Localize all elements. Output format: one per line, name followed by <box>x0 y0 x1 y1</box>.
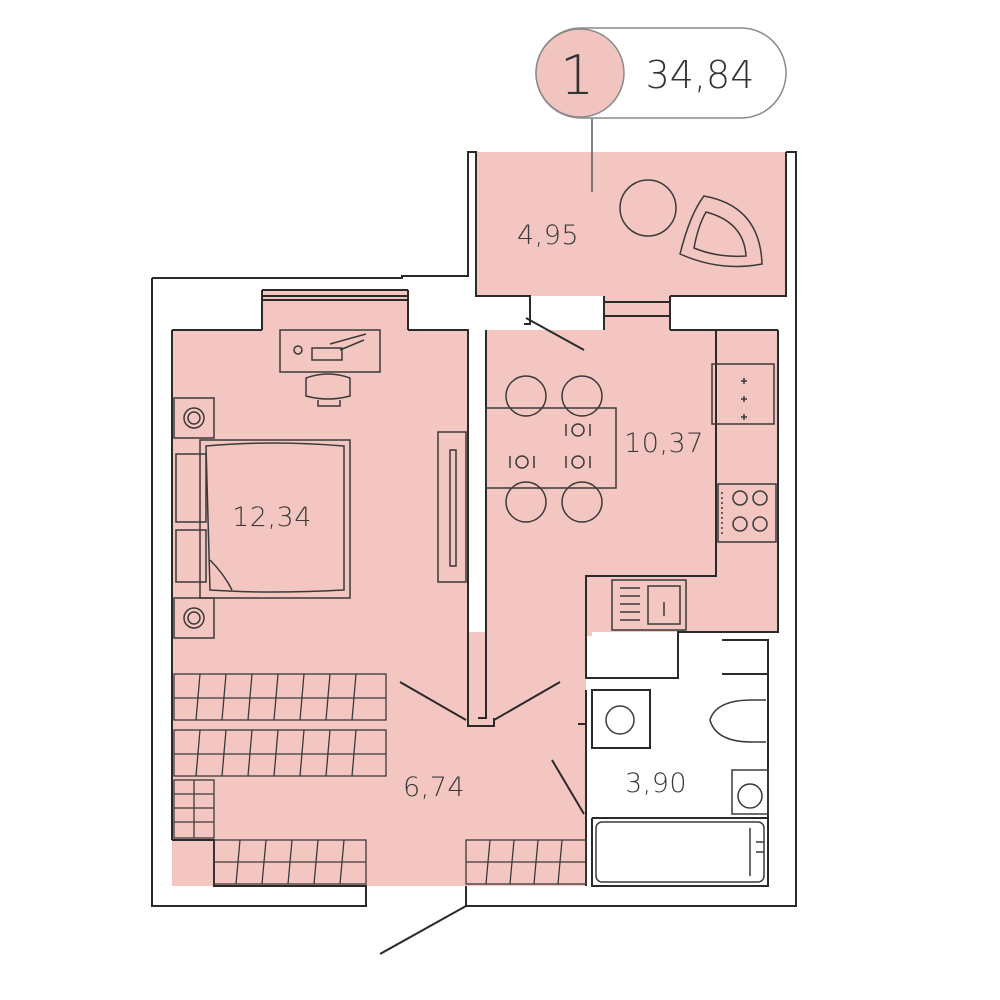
washing-machine-icon <box>605 705 635 735</box>
armchair-icon <box>679 195 763 268</box>
bathroom-fixtures <box>595 699 769 883</box>
kitchen-floor <box>486 330 778 632</box>
keyboard-icon <box>311 347 343 361</box>
plate-icon <box>509 423 591 469</box>
kitchen-furniture <box>485 363 777 631</box>
bedroom-area: 12,34 <box>232 502 312 533</box>
chair-1 <box>505 375 547 417</box>
rooms-circle <box>535 28 625 118</box>
chair-2 <box>561 375 603 417</box>
wardrobes <box>173 673 587 885</box>
balcony-area: 4,95 <box>517 220 579 251</box>
total-area: 34,84 <box>646 53 755 97</box>
mouse-icon <box>293 345 303 355</box>
nightstand-bottom <box>173 597 215 639</box>
balcony-floor <box>476 152 786 296</box>
balcony-table <box>619 179 677 237</box>
asterisks <box>741 378 747 420</box>
bathroom-area: 3,90 <box>625 768 687 799</box>
sink-icon <box>647 585 681 625</box>
nightstand-top <box>173 397 215 439</box>
sink-cabinet <box>611 579 687 631</box>
stove <box>717 483 777 543</box>
balcony-furniture <box>619 179 763 268</box>
hallway-floor <box>172 632 592 886</box>
tv-stand <box>437 431 467 583</box>
bed <box>199 439 351 599</box>
blanket <box>205 442 345 593</box>
kitchen-area: 10,37 <box>624 428 704 459</box>
desk-chair <box>305 373 351 407</box>
wardrobe-2 <box>173 729 387 777</box>
toilet-icon <box>709 699 766 743</box>
cooktop-cabinet <box>711 363 775 425</box>
washbasin <box>731 769 769 815</box>
wardrobe-1 <box>173 673 387 721</box>
chair-3 <box>505 481 547 523</box>
rooms-count: 1 <box>560 44 594 107</box>
summary-badge: 1 34,84 <box>535 27 787 119</box>
bedroom-floor <box>172 330 468 670</box>
bedroom-furniture <box>173 329 467 639</box>
chair-4 <box>561 481 603 523</box>
dining-table <box>485 407 617 489</box>
desk <box>279 329 381 373</box>
hallway-area: 6,74 <box>403 772 465 803</box>
